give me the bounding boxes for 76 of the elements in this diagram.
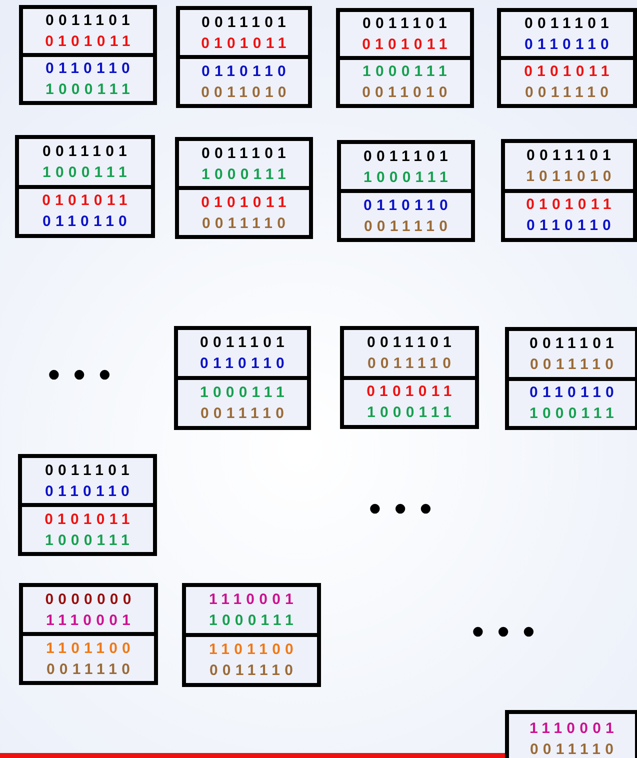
binary-string: 1000111 [44, 530, 134, 550]
binary-string: 0101011 [523, 62, 614, 82]
binary-string: 0011110 [528, 740, 618, 758]
memory-block [337, 140, 475, 242]
binary-string: 0101011 [200, 192, 291, 212]
binary-string: 0011110 [45, 660, 135, 680]
binary-string: 0011101 [44, 11, 134, 31]
binary-string: 0011010 [200, 82, 291, 102]
binary-string: 1000111 [366, 403, 456, 424]
memory-block [505, 327, 637, 430]
binary-string: 0101011 [200, 34, 291, 54]
ellipsis: • • • [48, 358, 113, 392]
binary-string: 0011101 [524, 14, 614, 34]
memory-block [505, 710, 637, 758]
binary-string: 0011101 [42, 142, 132, 162]
binary-string: 1110001 [528, 719, 618, 739]
memory-block [336, 8, 474, 108]
binary-string: 1000111 [528, 404, 618, 424]
memory-block [497, 8, 637, 108]
ellipsis: • • • [472, 615, 537, 649]
binary-string: 0011110 [199, 404, 289, 424]
binary-string: 0011110 [362, 216, 452, 236]
memory-block [18, 454, 157, 556]
binary-string: 1000111 [44, 80, 134, 100]
binary-string: 0110110 [362, 196, 452, 216]
binary-string: 0011101 [199, 333, 289, 353]
binary-string: 0011010 [361, 83, 452, 103]
binary-string: 0011110 [524, 83, 614, 103]
binary-string: 1000111 [362, 168, 452, 188]
binary-string: 1011010 [525, 166, 616, 187]
binary-string: 0011101 [526, 146, 616, 166]
binary-string: 0101011 [525, 195, 616, 216]
binary-string: 1101100 [45, 638, 135, 658]
binary-string: 0101011 [44, 32, 135, 52]
binary-string: 1000111 [208, 611, 298, 631]
binary-string: 1000111 [362, 62, 452, 82]
memory-block [182, 583, 321, 687]
binary-string: 0101011 [41, 191, 132, 212]
binary-string: 0011101 [200, 144, 290, 164]
binary-string: 1110001 [45, 610, 135, 630]
binary-string: 0110110 [200, 62, 290, 82]
binary-string: 0110110 [528, 383, 618, 404]
binary-string: 0101011 [366, 382, 456, 402]
binary-string: 1000111 [200, 164, 290, 184]
binary-string: 1101100 [208, 640, 298, 660]
binary-string: 0000000 [44, 590, 136, 610]
memory-block [340, 326, 479, 429]
binary-string: 1110001 [208, 590, 298, 610]
memory-block [19, 5, 157, 105]
binary-string: 0011101 [366, 332, 456, 353]
binary-string: 0011110 [528, 354, 618, 375]
ellipsis: • • • [369, 492, 434, 526]
binary-string: 1000111 [199, 383, 289, 403]
binary-string: 1000111 [42, 162, 132, 183]
binary-string: 0011110 [200, 214, 290, 234]
binary-string: 0011110 [366, 354, 456, 374]
binary-string: 0110110 [199, 354, 289, 374]
memory-block [175, 137, 313, 239]
binary-string: 0011101 [200, 12, 290, 32]
memory-block [501, 139, 637, 242]
memory-block [15, 135, 155, 238]
binary-string: 0110110 [44, 59, 134, 79]
binary-string: 0110110 [42, 212, 132, 232]
binary-string: 0101011 [361, 35, 452, 55]
binary-string: 0110110 [524, 35, 614, 55]
binary-string: 0110110 [44, 482, 134, 502]
binary-string: 0110110 [526, 216, 616, 236]
binary-string: 0011101 [362, 146, 452, 166]
binary-string: 0011101 [528, 334, 618, 354]
binary-string: 0011110 [208, 661, 298, 681]
binary-string: 0011101 [362, 14, 452, 34]
binary-string: 0011101 [44, 460, 134, 480]
memory-block [19, 583, 158, 685]
memory-block [174, 326, 311, 430]
binary-string: 0101011 [44, 510, 134, 530]
memory-block [176, 6, 312, 108]
